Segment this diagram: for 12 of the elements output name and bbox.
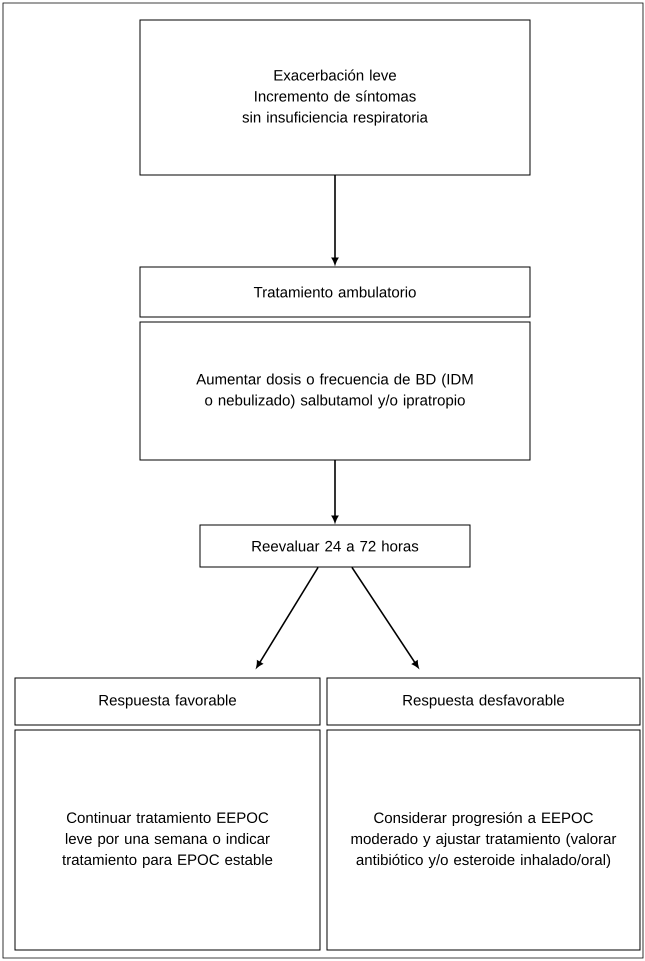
process-box: Considerar progresión a EEPOC moderado y ajustar tratamiento (valorar antibiótico y/o esteroide inhalado/oral) — [326, 730, 640, 950]
arrow — [332, 460, 338, 522]
process-box: Tratamiento ambulatorio — [140, 266, 530, 318]
arrow — [332, 176, 338, 264]
process-box: Respuesta favorable — [14, 678, 320, 726]
process-box: Exacerbación leve Incremento de síntomas sin insuficiencia respiratoria — [140, 20, 530, 176]
arrow — [256, 567, 319, 668]
process-box: Continuar tratamiento EEPOC leve por una semana o indicar tratamiento para EPOC estable — [14, 730, 320, 950]
process-box: Reevaluar 24 a 72 horas — [200, 524, 470, 568]
arrow — [351, 567, 419, 668]
process-box: Aumentar dosis o frecuencia de BD (IDM o nebulizado) salbutamol y/o ipratropio — [140, 322, 530, 460]
process-box: Respuesta desfavorable — [326, 678, 640, 726]
